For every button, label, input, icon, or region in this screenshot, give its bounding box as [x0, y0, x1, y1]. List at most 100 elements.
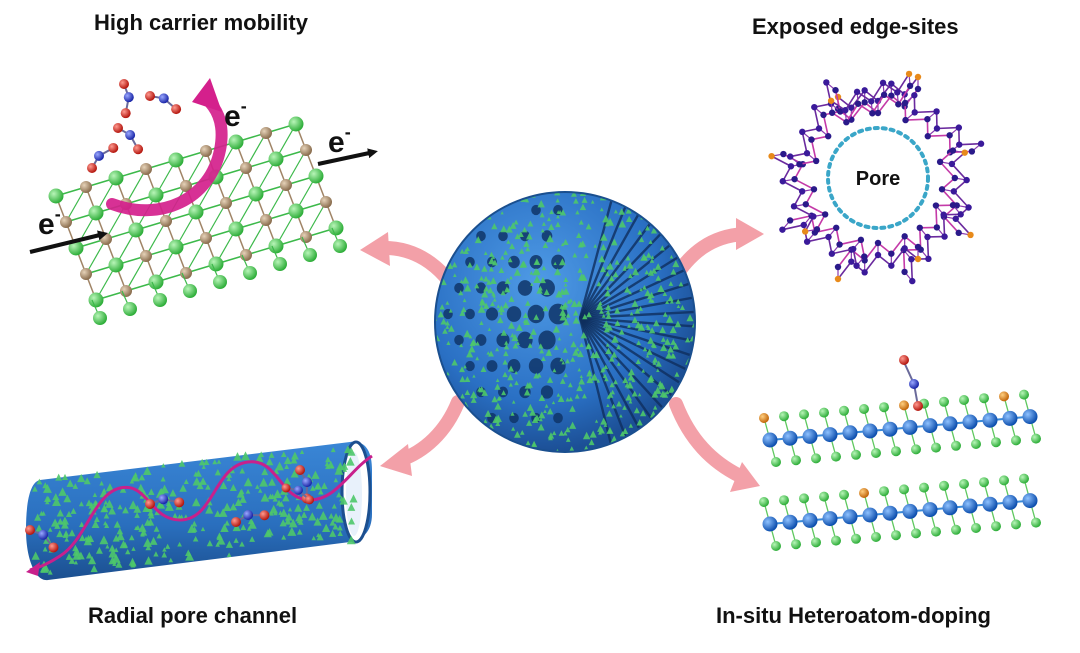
metal-atom — [943, 416, 958, 431]
carrier-mobility-lattice — [49, 117, 348, 326]
chain-atom — [836, 241, 842, 247]
sphere-pore — [465, 361, 475, 371]
chain-atom — [816, 125, 822, 131]
electron-out-arrow — [318, 152, 374, 164]
nitrogen-atom — [243, 510, 253, 520]
metal-atom — [983, 497, 998, 512]
chain-atom — [901, 245, 907, 251]
chain-atom — [855, 101, 861, 107]
lattice-atom — [140, 163, 152, 175]
oxygen-atom — [113, 123, 123, 133]
chain-atom — [888, 262, 894, 268]
chalcogen-atom — [819, 408, 829, 418]
chain-atom — [950, 202, 956, 208]
chain-atom — [810, 213, 816, 219]
metal-atom — [783, 515, 798, 530]
oxygen-atom — [145, 499, 155, 509]
chalcogen-atom — [771, 457, 781, 467]
chalcogen-atom — [819, 492, 829, 502]
chain-atom — [808, 136, 814, 142]
chain-atom — [796, 161, 802, 167]
chain-atom — [949, 161, 955, 167]
sphere-pore — [486, 307, 498, 320]
chain-atom — [843, 119, 849, 125]
lattice-atom — [160, 215, 172, 227]
chain-atom — [791, 176, 797, 182]
chain-atom — [842, 107, 848, 113]
chain-atom — [888, 250, 894, 256]
chain-atom — [933, 108, 939, 114]
metal-atom — [963, 499, 978, 514]
chain-atom — [880, 80, 886, 86]
chain-atom — [828, 98, 834, 104]
nitrogen-atom — [159, 93, 169, 103]
lattice-atom — [229, 135, 244, 150]
lattice-atom — [220, 197, 232, 209]
label-radial-pore-channel: Radial pore channel — [88, 603, 297, 629]
electron-label-right: e- — [328, 122, 351, 159]
metal-atom — [1023, 493, 1038, 508]
chalcogen-atom — [979, 393, 989, 403]
chain-atom — [907, 83, 913, 89]
lattice-atom — [129, 223, 144, 238]
chain-atom — [829, 251, 835, 257]
chain-atom — [835, 264, 841, 270]
chain-atom — [951, 188, 957, 194]
chain-atom — [940, 212, 946, 218]
chain-atom — [861, 99, 867, 105]
nitrogen-atom — [38, 530, 48, 540]
sphere-pore — [487, 360, 498, 372]
chain-atom — [799, 188, 805, 194]
lattice-atom — [269, 152, 284, 167]
lattice-atom — [333, 239, 347, 253]
lattice-atom — [89, 206, 104, 221]
oxygen-atom — [145, 91, 155, 101]
chain-atom — [801, 222, 807, 228]
chain-atom — [962, 149, 968, 155]
nitrogen-atom — [125, 130, 135, 140]
lattice-atom — [140, 250, 152, 262]
chain-atom — [888, 80, 894, 86]
chalcogen-atom — [991, 437, 1001, 447]
chain-bond — [795, 179, 814, 189]
lattice-atom — [303, 248, 317, 262]
metal-atom — [983, 413, 998, 428]
chain-bond — [794, 206, 813, 216]
metal-atom — [883, 422, 898, 437]
lattice-atom — [249, 187, 264, 202]
chalcogen-atom — [959, 479, 969, 489]
chain-bond — [911, 259, 912, 281]
chalcogen-atom — [931, 443, 941, 453]
metal-atom — [843, 425, 858, 440]
lattice-atom — [309, 169, 324, 184]
chain-atom — [825, 133, 831, 139]
heteroatom-doped-layers — [759, 390, 1041, 551]
lattice-atom — [240, 249, 252, 261]
chalcogen-atom — [911, 444, 921, 454]
chain-bond — [937, 128, 959, 129]
chalcogen-atom — [1019, 390, 1029, 400]
chain-atom — [881, 92, 887, 98]
metal-atom — [783, 431, 798, 446]
chalcogen-atom — [811, 453, 821, 463]
chalcogen-atom — [791, 455, 801, 465]
lattice-atom — [180, 267, 192, 279]
chain-atom — [915, 256, 921, 262]
lattice-atom — [169, 153, 184, 168]
oxygen-atom — [171, 104, 181, 114]
chain-atom — [804, 150, 810, 156]
metal-atom — [1023, 409, 1038, 424]
oxygen-atom — [295, 465, 305, 475]
chain-atom — [813, 158, 819, 164]
nitrogen-atom — [158, 494, 168, 504]
chain-atom — [917, 225, 923, 231]
chain-atom — [875, 240, 881, 246]
label-high-carrier-mobility: High carrier mobility — [94, 10, 308, 36]
chain-atom — [902, 100, 908, 106]
chalcogen-atom — [1011, 435, 1021, 445]
chain-atom — [939, 186, 945, 192]
lattice-atom — [49, 189, 64, 204]
chalcogen-atom — [799, 493, 809, 503]
lattice-atom — [289, 117, 304, 132]
